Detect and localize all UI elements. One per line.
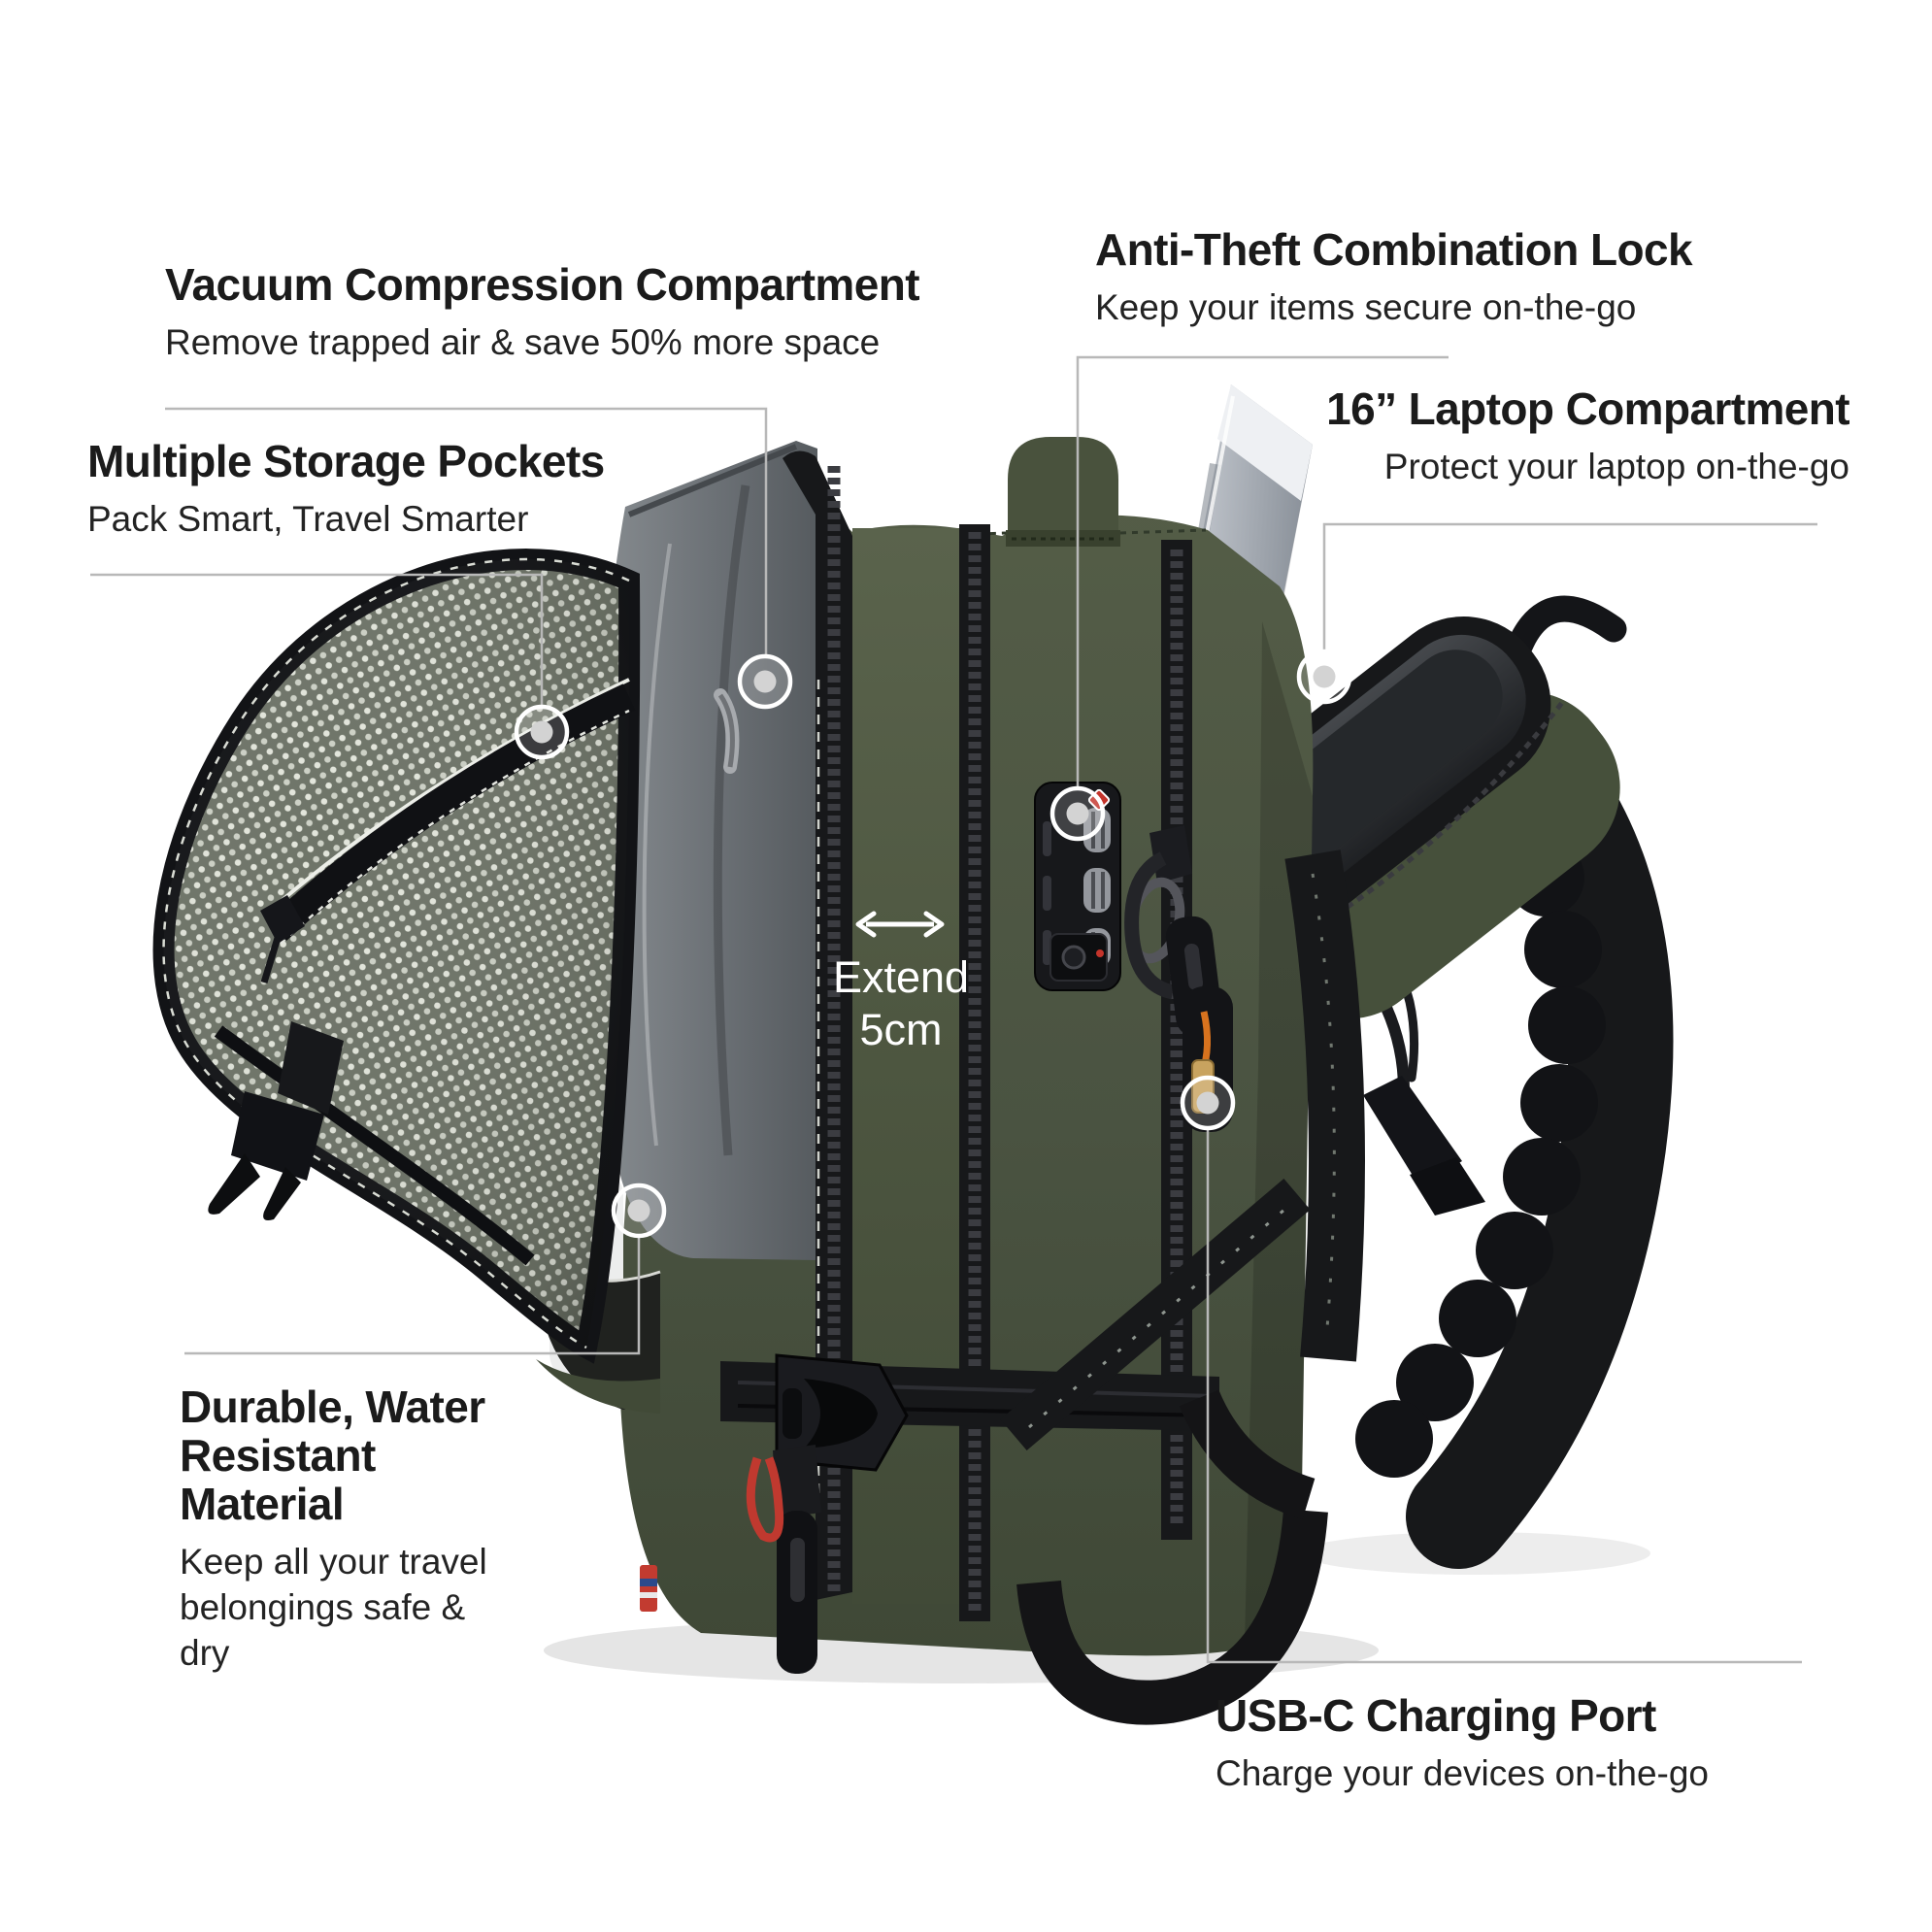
red-zipper-pull <box>746 1456 784 1543</box>
leader-laptop <box>1322 522 1817 650</box>
leader-storage <box>90 573 544 707</box>
zipper-pull-dangling <box>773 1445 821 1674</box>
expansion-panel <box>597 441 817 1260</box>
callout-usb-subtitle: Charge your devices on-the-go <box>1216 1753 1710 1794</box>
leader-lines <box>90 355 1817 1664</box>
zipper-slider-silver <box>714 688 740 774</box>
leader-vacuum <box>165 407 768 656</box>
marker-usb-point <box>1180 1075 1236 1131</box>
callout-durable: Durable, Water Resistant Material Keep a… <box>180 1382 521 1676</box>
callout-laptop: 16” Laptop Compartment Protect your lapt… <box>1326 384 1849 490</box>
marker-lock-point <box>1049 785 1106 842</box>
callout-durable-title: Durable, Water Resistant Material <box>180 1382 485 1530</box>
leader-lock <box>1076 355 1449 787</box>
flap-zipper-pull <box>260 895 305 944</box>
top-handle <box>1008 437 1118 546</box>
callout-storage: Multiple Storage Pockets Pack Smart, Tra… <box>87 437 605 543</box>
flap-inner-piping <box>214 1025 535 1266</box>
sternum-strap-clip <box>1363 1076 1462 1186</box>
marker-laptop-point <box>1296 649 1352 705</box>
leader-usb <box>1206 1129 1802 1664</box>
zipper-band-right <box>959 524 990 1621</box>
callout-lock: Anti-Theft Combination Lock Keep your it… <box>1095 224 1693 331</box>
callout-usb-title: USB-C Charging Port <box>1216 1690 1656 1741</box>
feature-markers <box>514 649 1352 1239</box>
bottom-compression-strap <box>720 1178 1311 1472</box>
callout-laptop-subtitle: Protect your laptop on-the-go <box>1383 447 1849 487</box>
marker-durable-point <box>611 1183 667 1239</box>
brand-patch <box>640 1565 657 1612</box>
flap-buckle <box>208 1021 344 1220</box>
flap-zipper <box>260 678 636 984</box>
callout-laptop-title: 16” Laptop Compartment <box>1326 383 1849 434</box>
callout-vacuum-subtitle: Remove trapped air & save 50% more space <box>165 322 881 363</box>
callout-durable-subtitle: Keep all your travel belongings safe & d… <box>180 1542 487 1673</box>
arrow-right-icon <box>923 911 945 938</box>
marker-vacuum-point <box>737 653 793 710</box>
lock-keyhole <box>1049 933 1108 982</box>
diagonal-webbing <box>1000 1178 1311 1451</box>
leader-durable <box>184 1237 641 1355</box>
arrow-left-icon <box>855 911 877 938</box>
callout-vacuum-title: Vacuum Compression Compartment <box>165 259 920 310</box>
mesh-flap <box>152 549 641 1364</box>
callout-lock-subtitle: Keep your items secure on-the-go <box>1095 287 1637 328</box>
callout-storage-subtitle: Pack Smart, Travel Smarter <box>87 499 529 540</box>
callout-storage-title: Multiple Storage Pockets <box>87 436 605 486</box>
sternum-strap-tip <box>1410 1157 1485 1216</box>
laptop-top-bevel <box>1217 384 1313 501</box>
extend-annotation: Extend 5cm <box>833 911 969 1054</box>
marker-storage-point <box>514 704 570 760</box>
callout-lock-title: Anti-Theft Combination Lock <box>1095 224 1693 275</box>
callout-vacuum: Vacuum Compression Compartment Remove tr… <box>165 259 920 366</box>
side-release-buckle <box>775 1353 909 1472</box>
extend-label-line1: Extend <box>833 952 969 1002</box>
callout-usb: USB-C Charging Port Charge your devices … <box>1216 1691 1709 1797</box>
extend-label-line2: 5cm <box>859 1005 942 1054</box>
